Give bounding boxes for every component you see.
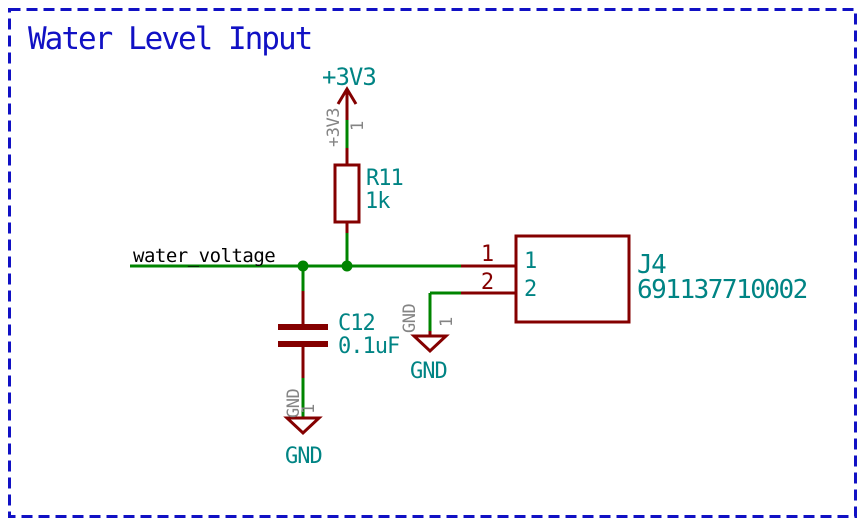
gnd-triangle xyxy=(410,334,450,354)
power-arrow-head xyxy=(336,86,358,105)
resistor-r11[interactable]: R11 1k xyxy=(333,148,404,233)
capacitor-c12[interactable]: C12 0.1uF xyxy=(278,291,400,378)
gnd-label: GND xyxy=(285,444,322,469)
connector-pin1-number: 1 xyxy=(481,242,493,267)
junction-dot-resistor xyxy=(341,260,353,272)
power-symbol-3v3[interactable]: +3V3 1 +3V3 xyxy=(322,63,377,147)
gnd-symbol-connector[interactable]: GND 1 GND xyxy=(400,304,457,384)
gnd-hidden-pin-name: GND xyxy=(284,389,304,418)
connector-j4[interactable]: 1 2 1 2 J4 691137710002 xyxy=(461,234,808,324)
power-hidden-pin-name: +3V3 xyxy=(324,108,344,147)
net-label-water-voltage[interactable]: water_voltage xyxy=(133,245,276,267)
gnd-symbol-capacitor[interactable]: GND 1 GND xyxy=(283,389,323,469)
capacitor-reference: C12 xyxy=(338,311,375,336)
resistor-value: 1k xyxy=(365,189,390,214)
connector-reference: J4 xyxy=(637,250,666,280)
gnd-hidden-pin-number: 1 xyxy=(437,317,457,327)
sheet-border xyxy=(8,8,857,518)
capacitor-value: 0.1uF xyxy=(338,334,399,359)
gnd-label: GND xyxy=(410,359,447,384)
connector-pin2-number: 2 xyxy=(481,270,493,295)
resistor-body xyxy=(333,163,361,224)
gnd-hidden-pin-name: GND xyxy=(400,304,420,333)
connector-body xyxy=(514,234,631,324)
wires xyxy=(130,120,461,417)
connector-pin1-name: 1 xyxy=(524,249,536,274)
resistor-reference: R11 xyxy=(366,166,403,191)
power-hidden-pin-number: 1 xyxy=(348,121,368,131)
gnd-hidden-pin-number: 1 xyxy=(299,404,319,414)
connector-pin2-name: 2 xyxy=(524,277,536,302)
gnd-triangle xyxy=(283,416,323,436)
connector-value: 691137710002 xyxy=(637,275,807,305)
junction-dot-capacitor xyxy=(297,260,309,272)
sheet-title: Water Level Input xyxy=(28,21,311,57)
power-label-3v3: +3V3 xyxy=(322,63,376,91)
